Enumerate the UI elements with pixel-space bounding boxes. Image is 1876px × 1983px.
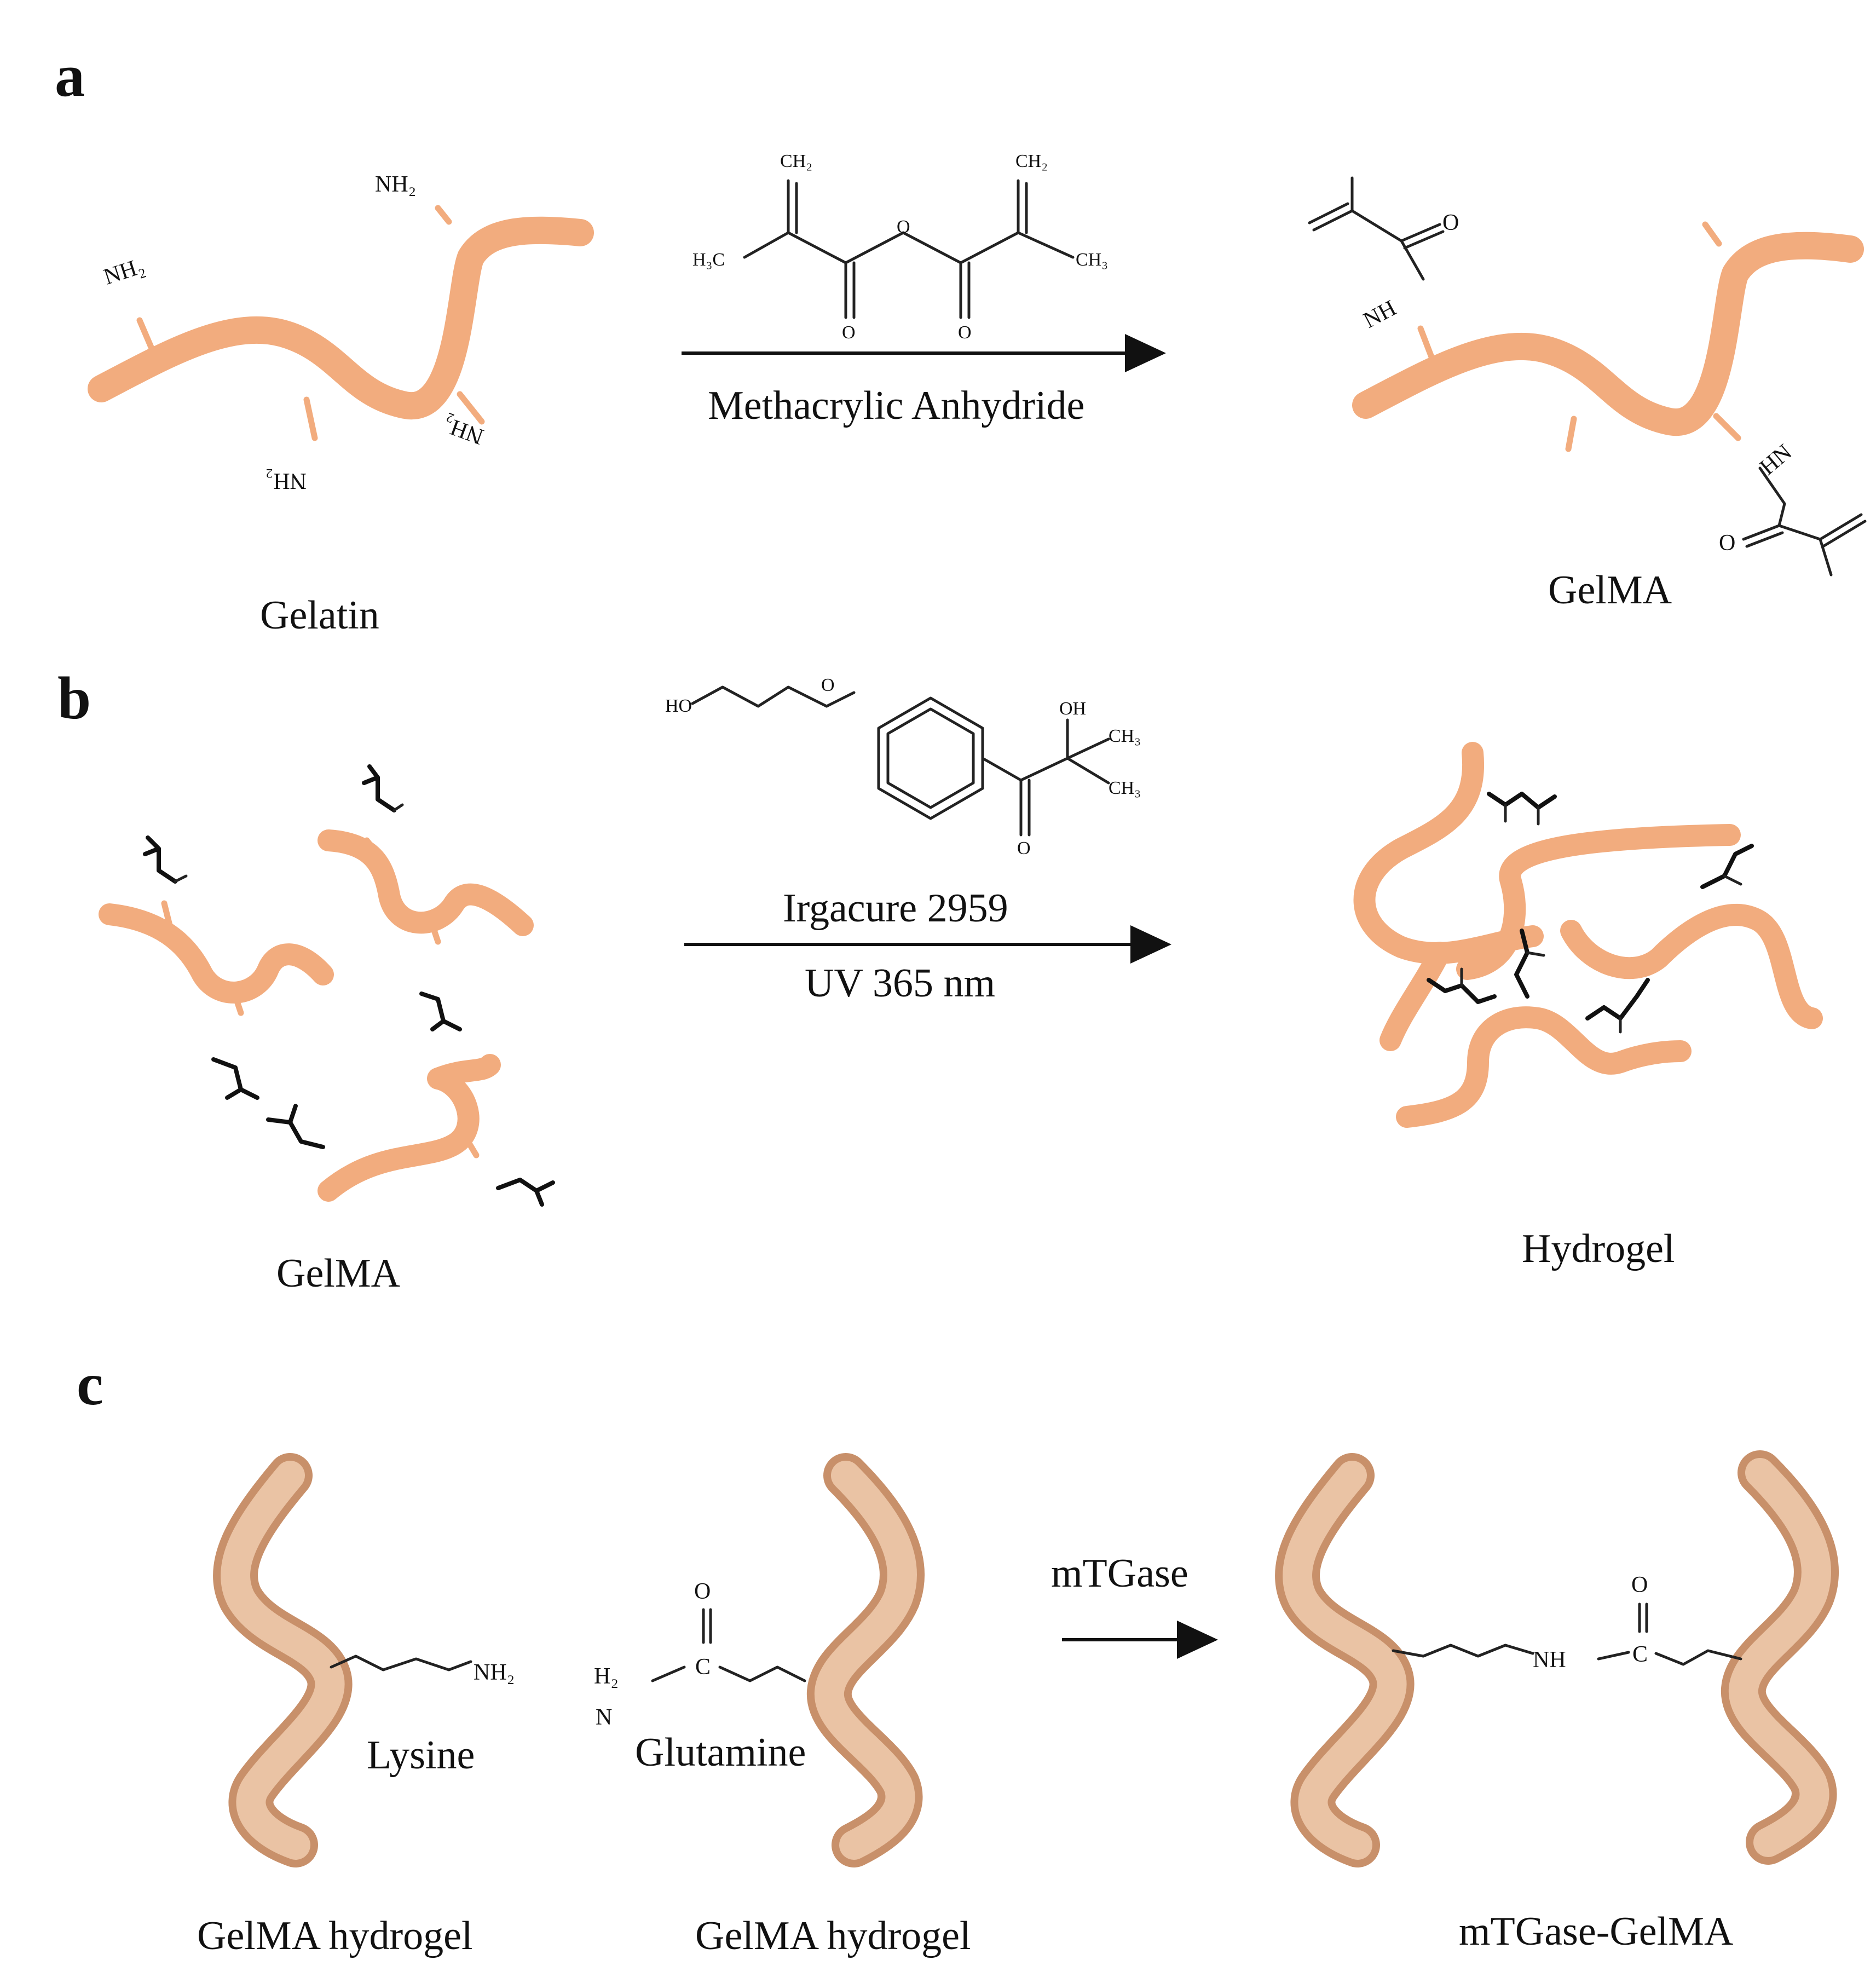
- irgacure-structure: HO O OH CH₃ CH₃ O: [665, 675, 1141, 858]
- amine-group-label-flipped: NH₂: [265, 468, 307, 493]
- condition-label: UV 365 nm: [805, 961, 995, 1006]
- carbonyl-carbon-label: C: [1632, 1642, 1648, 1667]
- product-label: mTGase-GelMA: [1459, 1909, 1733, 1954]
- product-ribbon-left: [1275, 1453, 1415, 1867]
- lysine-amine-label: NH₂: [474, 1660, 515, 1685]
- gelatin-label: Gelatin: [260, 593, 379, 638]
- amine-group-label: NH₂: [101, 253, 148, 290]
- ch2-label: CH₂: [780, 151, 812, 171]
- lysine-side-chain: [330, 1655, 472, 1671]
- methacrylamide-group: [1742, 466, 1867, 577]
- product-ribbon-right: [1721, 1450, 1839, 1865]
- ch3-label: CH₃: [1076, 250, 1108, 270]
- ether-oxygen-label: O: [821, 675, 835, 695]
- reagent-label: Methacrylic Anhydride: [708, 383, 1084, 428]
- carbonyl-carbon-label: C: [695, 1655, 711, 1680]
- amide-nh-label: NH: [1533, 1647, 1566, 1673]
- gelma-reactant-chains: [99, 829, 534, 1202]
- methacrylate-side-groups: [143, 764, 555, 1207]
- gelatin-chain: [88, 205, 594, 441]
- hydroxyl-label: HO: [665, 696, 692, 716]
- panel-a: a NH₂ NH₂ NH₂ NH₂ Gelatin CH₂ CH₂ H₃C: [55, 42, 1867, 638]
- panel-c: c NH₂ Lysine O C H₂ N Glutamine GelMA hy…: [77, 1351, 1839, 1958]
- hydrogel-label: Hydrogel: [1522, 1226, 1675, 1271]
- oxygen-label: O: [897, 217, 910, 237]
- gelma-ribbon-middle: [806, 1453, 925, 1867]
- reaction-arrow-a: [682, 334, 1166, 372]
- methacrylamide-group: [1308, 176, 1445, 281]
- middle-chain-label: GelMA hydrogel: [695, 1913, 971, 1958]
- gelma-chain: [1352, 221, 1864, 452]
- lysine-label: Lysine: [367, 1733, 475, 1778]
- amide-nh-label: NH: [1359, 296, 1400, 333]
- panel-letter-b: b: [57, 665, 91, 731]
- methyl-label: CH₃: [1109, 778, 1141, 798]
- crosslink-chain-left: [1392, 1644, 1534, 1658]
- amide-bond: [1597, 1651, 1630, 1661]
- hydrogel-network: [1353, 742, 1823, 1128]
- amide-n-label: N: [596, 1705, 612, 1730]
- carbonyl-oxygen-label: O: [1631, 1572, 1648, 1598]
- enzyme-label: mTGase: [1051, 1551, 1188, 1596]
- oxygen-label: O: [958, 322, 972, 343]
- gelma-ribbon-left: [213, 1453, 353, 1867]
- oxygen-label: O: [1719, 531, 1735, 556]
- panel-letter-c: c: [77, 1351, 103, 1417]
- gelma-reactant-label: GelMA: [276, 1251, 400, 1296]
- hydroxyl-label: OH: [1059, 699, 1086, 719]
- crosslink-groups: [1427, 792, 1754, 1034]
- reaction-arrow-b: [684, 925, 1171, 964]
- reaction-arrow-c: [1062, 1621, 1218, 1659]
- crosslink-chain-right: [1654, 1649, 1742, 1666]
- gelma-product-label: GelMA: [1548, 568, 1672, 613]
- glutamine-label: Glutamine: [635, 1730, 806, 1775]
- left-chain-label: GelMA hydrogel: [197, 1913, 473, 1958]
- amide-h2-label: H₂: [594, 1664, 619, 1689]
- methacrylic-anhydride-structure: CH₂ CH₂ H₃C CH₃ O O O: [692, 151, 1108, 343]
- amine-group-label: NH₂: [375, 172, 416, 197]
- oxygen-label: O: [842, 322, 856, 343]
- ch2-label: CH₂: [1015, 151, 1048, 171]
- panel-b: b: [57, 665, 1823, 1296]
- panel-letter-a: a: [55, 42, 85, 109]
- methyl-label: CH₃: [1109, 726, 1141, 746]
- amide-hn-label: HN: [1755, 440, 1797, 480]
- ketone-oxygen-label: O: [1017, 838, 1031, 858]
- initiator-label: Irgacure 2959: [783, 886, 1008, 931]
- h3c-label: H₃C: [692, 250, 725, 270]
- carbonyl-oxygen-label: O: [694, 1579, 711, 1604]
- glutamine-side-chain: [651, 1608, 806, 1682]
- oxygen-label: O: [1442, 210, 1459, 235]
